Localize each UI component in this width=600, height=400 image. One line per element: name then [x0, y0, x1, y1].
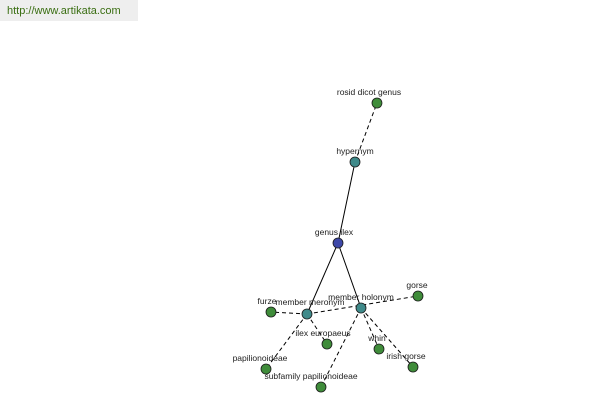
edge-member-holonym-to-subfamily-papilionoideae: [320, 307, 362, 388]
node-member-holonym[interactable]: [355, 302, 367, 314]
label-genus-ilex: genus ilex: [315, 227, 354, 237]
label-papilionoideae: papilionoideae: [233, 353, 288, 363]
label-member-holonym: member holonym: [328, 292, 394, 302]
edge-genus-ilex-to-member-holonym: [337, 242, 362, 309]
label-member-meronym: member meronym: [276, 297, 345, 307]
node-ilex-europaeus[interactable]: [321, 338, 333, 350]
graph-edges: [265, 102, 419, 388]
graph-nodes: [260, 97, 424, 393]
node-papilionoideae[interactable]: [260, 363, 272, 375]
graph-labels: genus ilex hypernym rosid dicot genus membe…: [233, 87, 428, 381]
label-irish-gorse: irish gorse: [386, 351, 425, 361]
label-furze: furze: [258, 296, 277, 306]
edge-member-holonym-to-irish-gorse: [360, 307, 414, 368]
label-gorse: gorse: [406, 280, 428, 290]
edge-hypernym-to-rosid-dicot-genus: [354, 102, 378, 163]
label-rosid-dicot-genus: rosid dicot genus: [337, 87, 401, 97]
label-ilex-europaeus: ilex europaeus: [295, 328, 350, 338]
node-furze[interactable]: [265, 306, 277, 318]
node-hypernym[interactable]: [349, 156, 361, 168]
edge-genus-ilex-to-hypernym: [337, 161, 356, 244]
node-genus-ilex[interactable]: [332, 237, 344, 249]
edge-member-holonym-to-whin: [360, 307, 380, 350]
node-gorse[interactable]: [412, 290, 424, 302]
node-whin[interactable]: [373, 343, 385, 355]
edge-genus-ilex-to-member-meronym: [306, 242, 339, 315]
node-member-meronym[interactable]: [301, 308, 313, 320]
edge-member-meronym-to-papilionoideae: [265, 313, 308, 370]
node-rosid-dicot-genus[interactable]: [371, 97, 383, 109]
label-subfamily-papilionoideae: subfamily papilionoideae: [264, 371, 357, 381]
site-link[interactable]: http://www.artikata.com: [7, 5, 121, 17]
label-whin: whin: [367, 333, 386, 343]
edge-member-meronym-to-ilex-europaeus: [306, 313, 328, 345]
label-hypernym: hypernym: [336, 146, 373, 156]
node-irish-gorse[interactable]: [407, 361, 419, 373]
edge-member-meronym-to-furze: [270, 311, 308, 315]
node-subfamily-papilionoideae[interactable]: [315, 381, 327, 393]
url-bar: http://www.artikata.com: [0, 0, 138, 21]
